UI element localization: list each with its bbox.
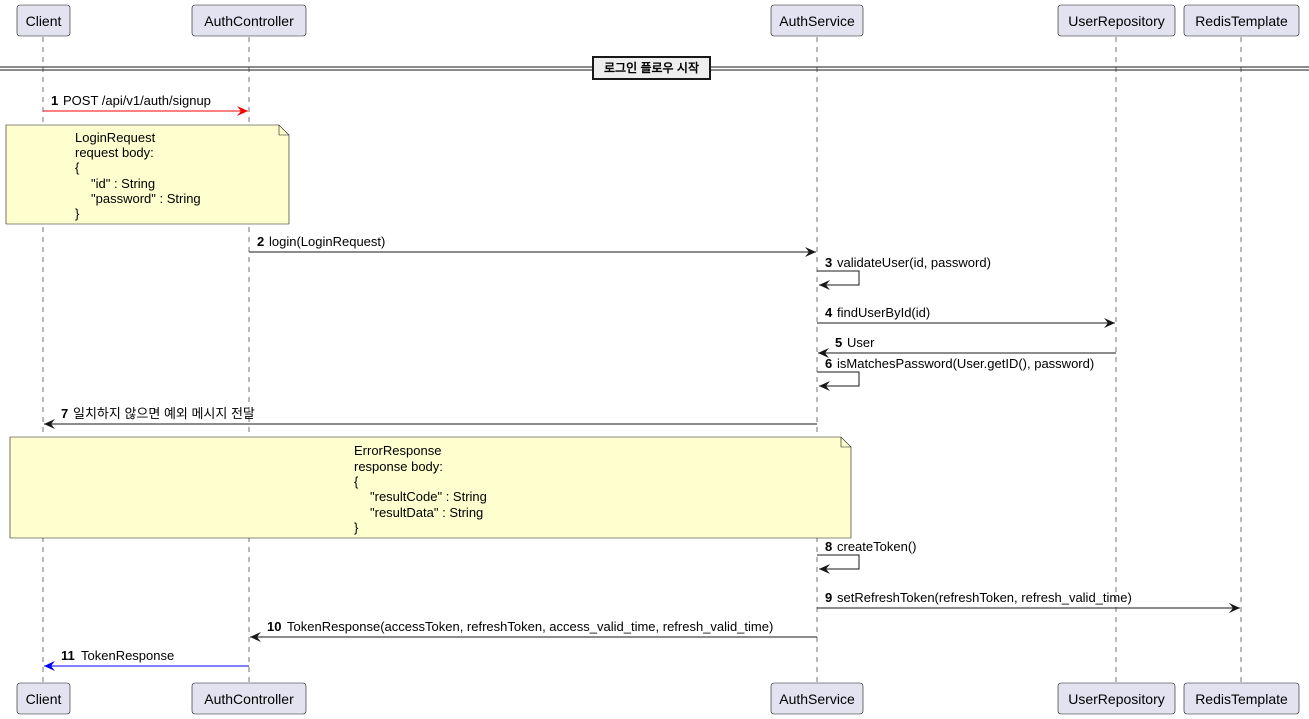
message-number: 8 — [825, 539, 832, 554]
message-label: TokenResponse — [81, 648, 174, 663]
message-label: POST /api/v1/auth/signup — [63, 93, 211, 108]
participant-userrepository-bottom[interactable]: UserRepository — [1057, 682, 1176, 715]
message-number: 3 — [825, 255, 832, 270]
participant-redistemplate[interactable]: RedisTemplate — [1183, 4, 1300, 37]
lifelines — [42, 37, 1242, 683]
participant-label: UserRepository — [1068, 13, 1164, 29]
participant-label: Client — [26, 13, 62, 29]
note-line: "resultCode" : String — [370, 489, 487, 504]
message-label: 일치하지 않으면 예외 메시지 전달 — [73, 406, 255, 421]
message-9: 9 setRefreshToken(refreshToken, refresh_v… — [817, 590, 1240, 613]
note-line: } — [75, 206, 80, 221]
message-7: 7 일치하지 않으면 예외 메시지 전달 — [44, 406, 817, 429]
message-label: setRefreshToken(refreshToken, refresh_va… — [837, 590, 1132, 605]
participant-client[interactable]: Client — [16, 4, 71, 37]
participant-authcontroller[interactable]: AuthController — [191, 4, 307, 37]
message-4: 4 findUserById(id) — [817, 305, 1115, 328]
message-label: login(LoginRequest) — [269, 234, 385, 249]
participants-top: Client AuthController AuthService UserRe… — [16, 4, 1300, 37]
participant-authcontroller-bottom[interactable]: AuthController — [191, 682, 307, 715]
note-line: "id" : String — [91, 176, 155, 191]
participant-userrepository[interactable]: UserRepository — [1057, 4, 1176, 37]
note-line: { — [354, 474, 359, 489]
message-number: 2 — [257, 234, 264, 249]
message-2: 2 login(LoginRequest) — [249, 234, 816, 257]
messages: 1 POST /api/v1/auth/signup 2 login(LoginReq… — [43, 93, 1240, 671]
self-message-arrow — [817, 270, 860, 290]
message-number: 1 — [51, 93, 58, 108]
message-number: 4 — [825, 305, 833, 320]
participant-label: AuthController — [204, 13, 294, 29]
message-label: isMatchesPassword(User.getID(), password… — [837, 356, 1094, 371]
participant-label: RedisTemplate — [1195, 13, 1288, 29]
note-login-request: LoginRequest request body: { "id" : Stri… — [5, 124, 290, 225]
participant-label: AuthService — [779, 691, 855, 707]
message-label: TokenResponse(accessToken, refreshToken,… — [287, 619, 773, 634]
message-number: 7 — [61, 406, 68, 421]
message-6: 6 isMatchesPassword(User.getID(), passwor… — [817, 356, 1094, 391]
section-divider: 로그인 플로우 시작 — [0, 56, 1309, 80]
participants-bottom: Client AuthController AuthService UserRe… — [16, 682, 1300, 715]
participant-authservice[interactable]: AuthService — [770, 4, 864, 37]
participant-client-bottom[interactable]: Client — [16, 682, 71, 715]
note-line: LoginRequest — [75, 130, 156, 145]
participant-label: UserRepository — [1068, 691, 1164, 707]
message-number: 5 — [835, 335, 842, 350]
divider-label: 로그인 플로우 시작 — [604, 60, 699, 75]
self-message-arrow — [817, 554, 860, 574]
participant-authservice-bottom[interactable]: AuthService — [770, 682, 864, 715]
participant-label: AuthController — [204, 691, 294, 707]
message-label: validateUser(id, password) — [837, 255, 991, 270]
message-label: findUserById(id) — [837, 305, 930, 320]
message-8: 8 createToken() — [817, 539, 916, 574]
self-message-arrow — [817, 371, 860, 391]
participant-redistemplate-bottom[interactable]: RedisTemplate — [1183, 682, 1300, 715]
participant-label: RedisTemplate — [1195, 691, 1288, 707]
note-line: } — [354, 520, 359, 535]
note-line: request body: — [75, 145, 154, 160]
message-number: 11 — [61, 648, 75, 663]
message-label: User — [847, 335, 875, 350]
message-1: 1 POST /api/v1/auth/signup — [43, 93, 248, 116]
message-3: 3 validateUser(id, password) — [817, 255, 991, 290]
participant-label: AuthService — [779, 13, 855, 29]
message-11: 11 TokenResponse — [44, 648, 249, 671]
message-label: createToken() — [837, 539, 916, 554]
note-line: "resultData" : String — [370, 505, 483, 520]
message-number: 6 — [825, 356, 832, 371]
note-error-response: ErrorResponse response body: { "resultCo… — [9, 436, 852, 539]
note-line: ErrorResponse — [354, 443, 441, 458]
message-5: 5 User — [818, 335, 1116, 358]
message-number: 10 — [267, 619, 281, 634]
note-line: { — [75, 160, 80, 175]
note-line: response body: — [354, 459, 443, 474]
note-line: "password" : String — [91, 191, 201, 206]
message-number: 9 — [825, 590, 832, 605]
message-10: 10 TokenResponse(accessToken, refreshToke… — [250, 619, 817, 642]
participant-label: Client — [26, 691, 62, 707]
